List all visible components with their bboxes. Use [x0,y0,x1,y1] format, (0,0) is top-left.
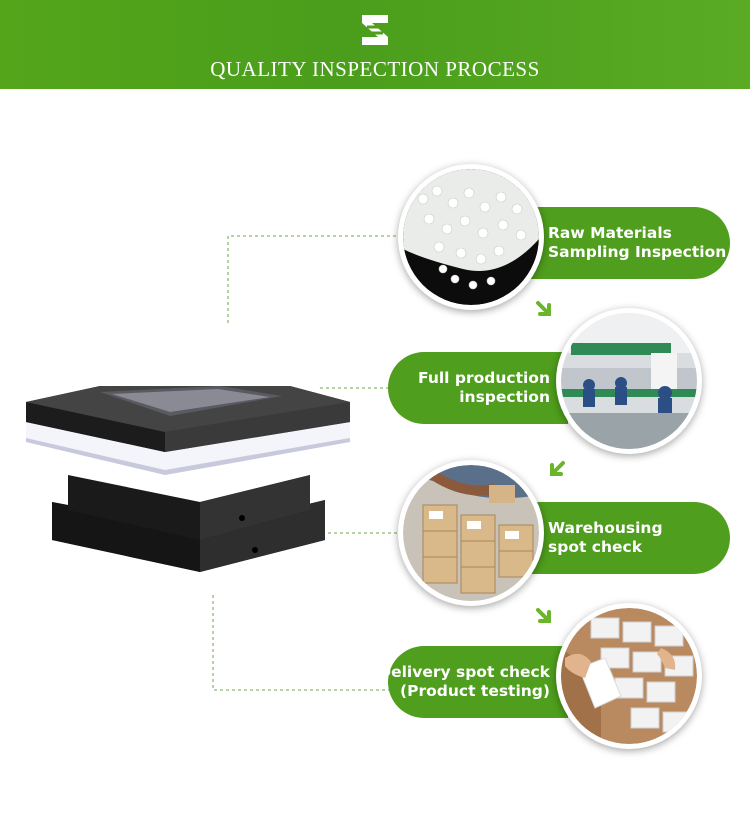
production-line-photo [556,308,702,454]
step-warehousing: Warehousing spot check [530,502,730,574]
step-label-line2: (Product testing) [400,682,550,700]
warehouse-photo [398,460,544,606]
arrow-down-right-icon [536,608,551,623]
step-label-line1: Delivery spot check [378,663,550,681]
solar-post-cap-light [26,386,350,572]
step-delivery-spot-check: Delivery spot check (Product testing) [378,646,568,718]
raw-materials-photo [398,164,544,310]
step-raw-materials: Raw Materials Sampling Inspection [530,207,730,279]
step-label-line2: inspection [459,388,550,406]
step-full-production: Full production inspection [388,352,568,424]
product-testing-photo [556,603,702,749]
step-label-line1: Full production [418,369,550,387]
arrow-down-left-icon [550,461,565,476]
header-banner: QUALITY INSPECTION PROCESS [0,0,750,89]
step-label-line1: Warehousing [548,519,663,537]
step-label-line2: Sampling Inspection [548,243,727,261]
arrow-down-right-icon [536,301,551,316]
step-label-line2: spot check [548,538,643,556]
step-label-line1: Raw Materials [548,224,672,242]
sz-logo-icon [362,15,388,45]
page-title: QUALITY INSPECTION PROCESS [210,57,540,81]
